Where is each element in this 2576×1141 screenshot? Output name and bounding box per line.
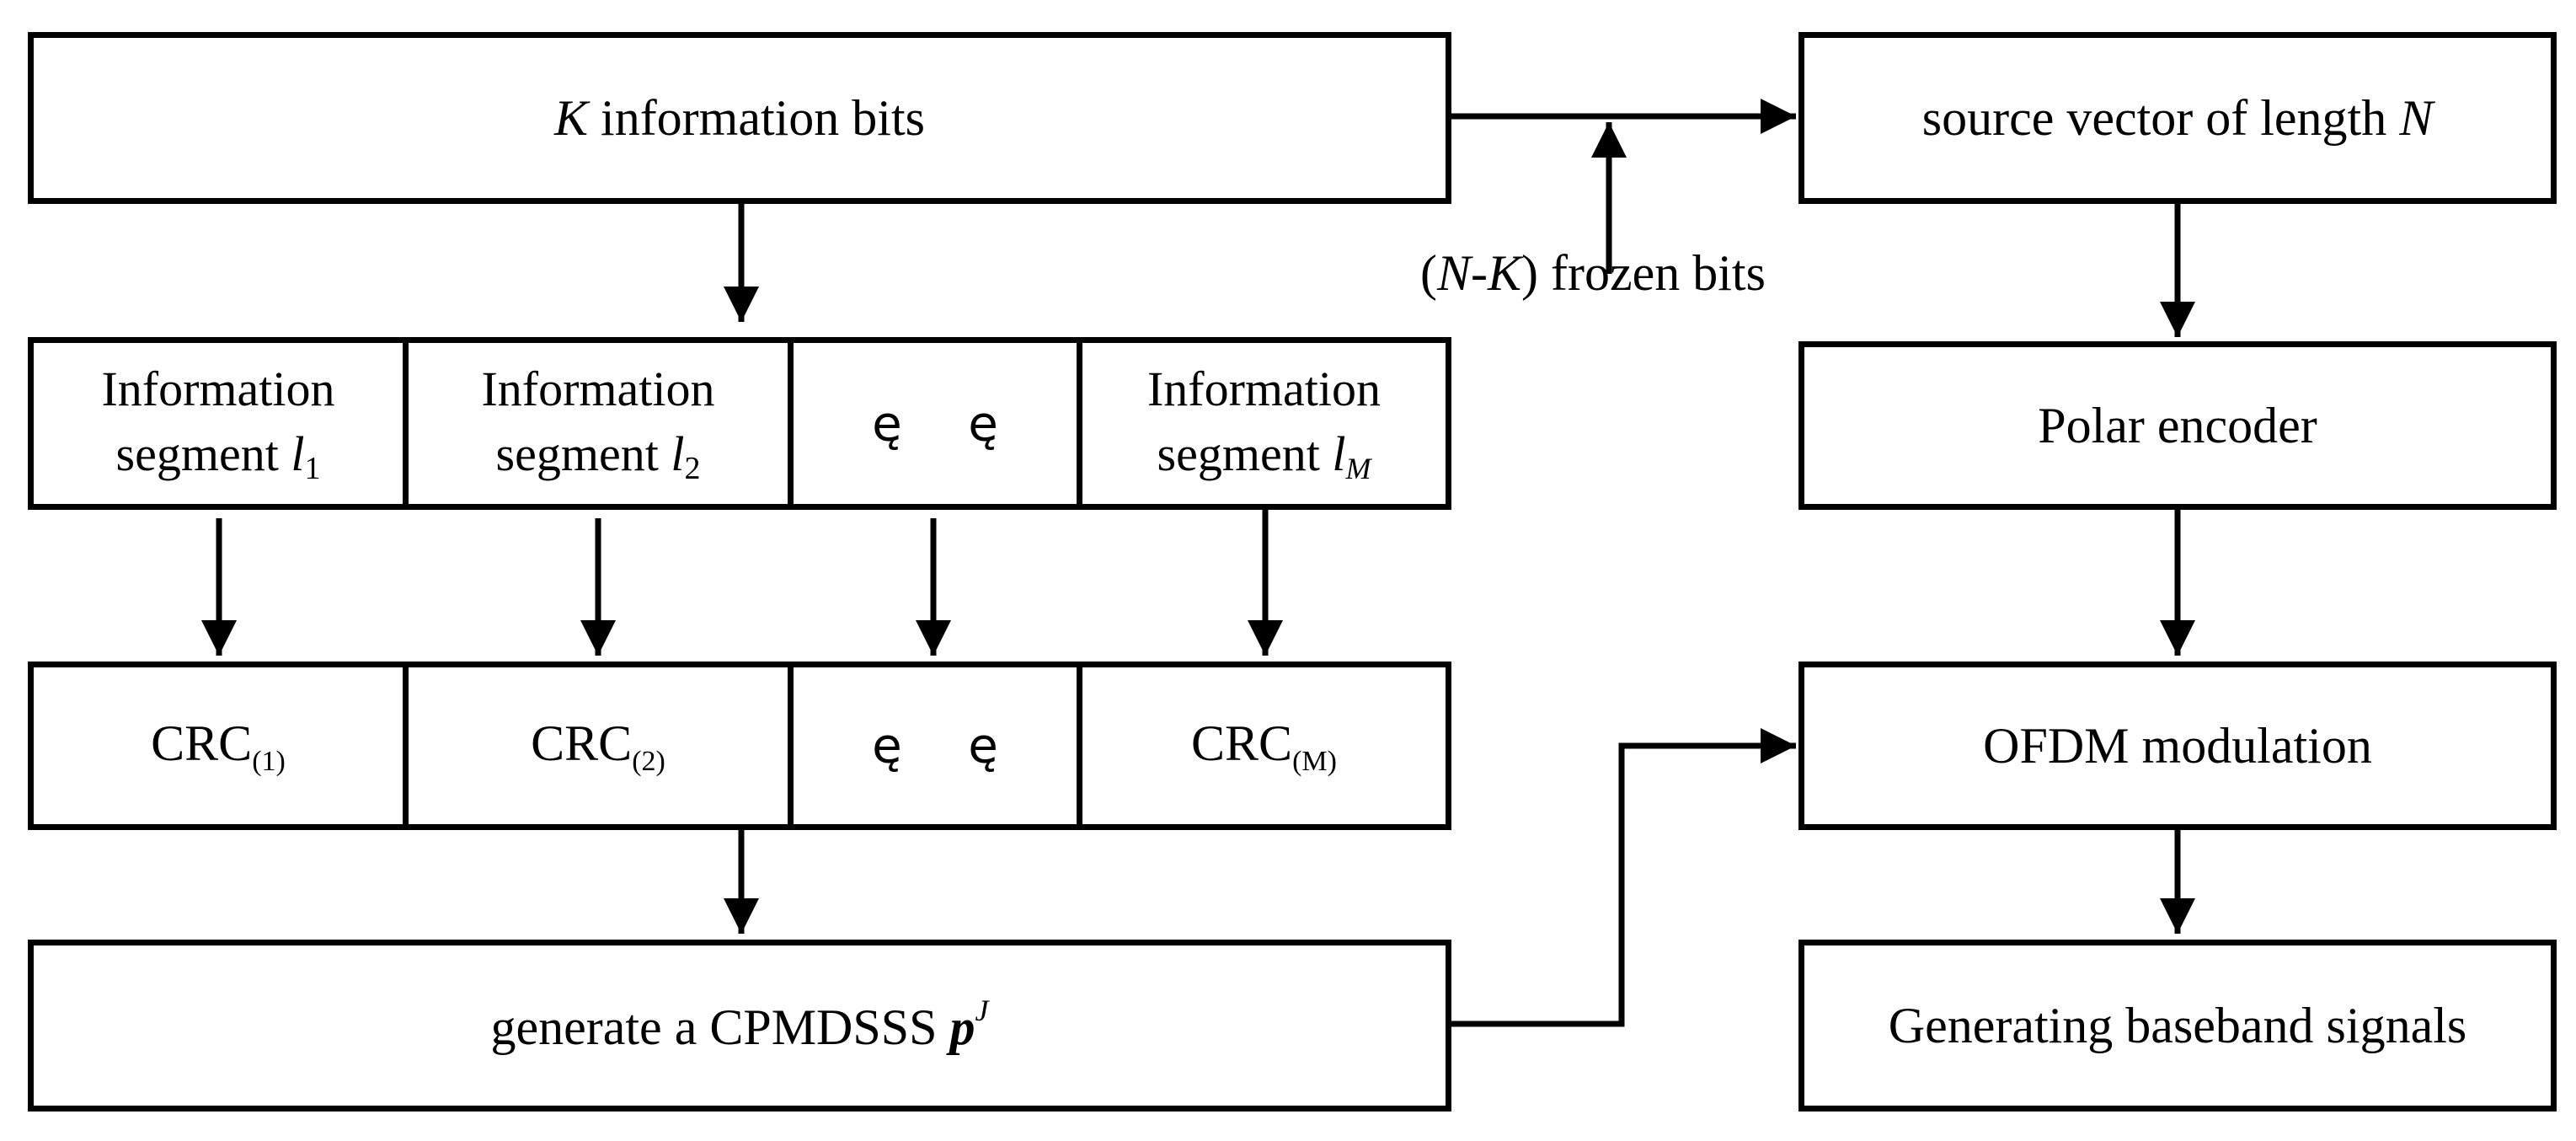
source-vector-box: source vector of length N xyxy=(1798,32,2557,204)
segment-box-ellipsis: ę ę xyxy=(788,337,1082,510)
l-symbol: l xyxy=(291,426,305,481)
arrow-generate-to-ofdm xyxy=(1451,728,1796,1027)
segment-box-2: Information segment l2 xyxy=(403,337,794,510)
generate-cpmdsss-box: generate a CPMDSSS pJ xyxy=(28,940,1451,1112)
source-vector-label: source vector of length xyxy=(1921,89,2400,146)
baseband-signals-box: Generating baseband signals xyxy=(1798,940,2557,1112)
k-symbol: K xyxy=(554,89,589,146)
info-bits-label: information bits xyxy=(588,89,925,146)
frozen-bits-label: (N-K) frozen bits xyxy=(1420,245,1766,301)
k-symbol: K xyxy=(1488,245,1522,301)
n-symbol: N xyxy=(1436,245,1472,301)
ellipsis-glyphs: ę ę xyxy=(872,394,1023,453)
crc-box-2: CRC(2) xyxy=(403,662,794,830)
segment-box-1: Information segment l1 xyxy=(28,337,409,510)
info-bits-box: K information bits xyxy=(28,32,1451,204)
crc-box-m: CRC(M) xyxy=(1077,662,1451,830)
segment-box-m: Information segment lM xyxy=(1077,337,1451,510)
crc-box-ellipsis: ę ę xyxy=(788,662,1082,830)
l-symbol: l xyxy=(671,426,685,481)
p-symbol: p xyxy=(949,999,975,1055)
generate-label: generate a CPMDSSS xyxy=(490,999,950,1055)
polar-encoder-label: Polar encoder xyxy=(2038,397,2317,453)
ofdm-modulation-label: OFDM modulation xyxy=(1983,717,2372,774)
j-superscript: J xyxy=(975,994,989,1027)
ofdm-modulation-box: OFDM modulation xyxy=(1798,662,2557,830)
l-symbol: l xyxy=(1332,426,1346,482)
crc-box-1: CRC(1) xyxy=(28,662,409,830)
n-symbol: N xyxy=(2399,89,2434,146)
polar-encoder-box: Polar encoder xyxy=(1798,341,2557,510)
baseband-signals-label: Generating baseband signals xyxy=(1888,997,2467,1053)
ellipsis-glyphs: ę ę xyxy=(872,717,1023,774)
